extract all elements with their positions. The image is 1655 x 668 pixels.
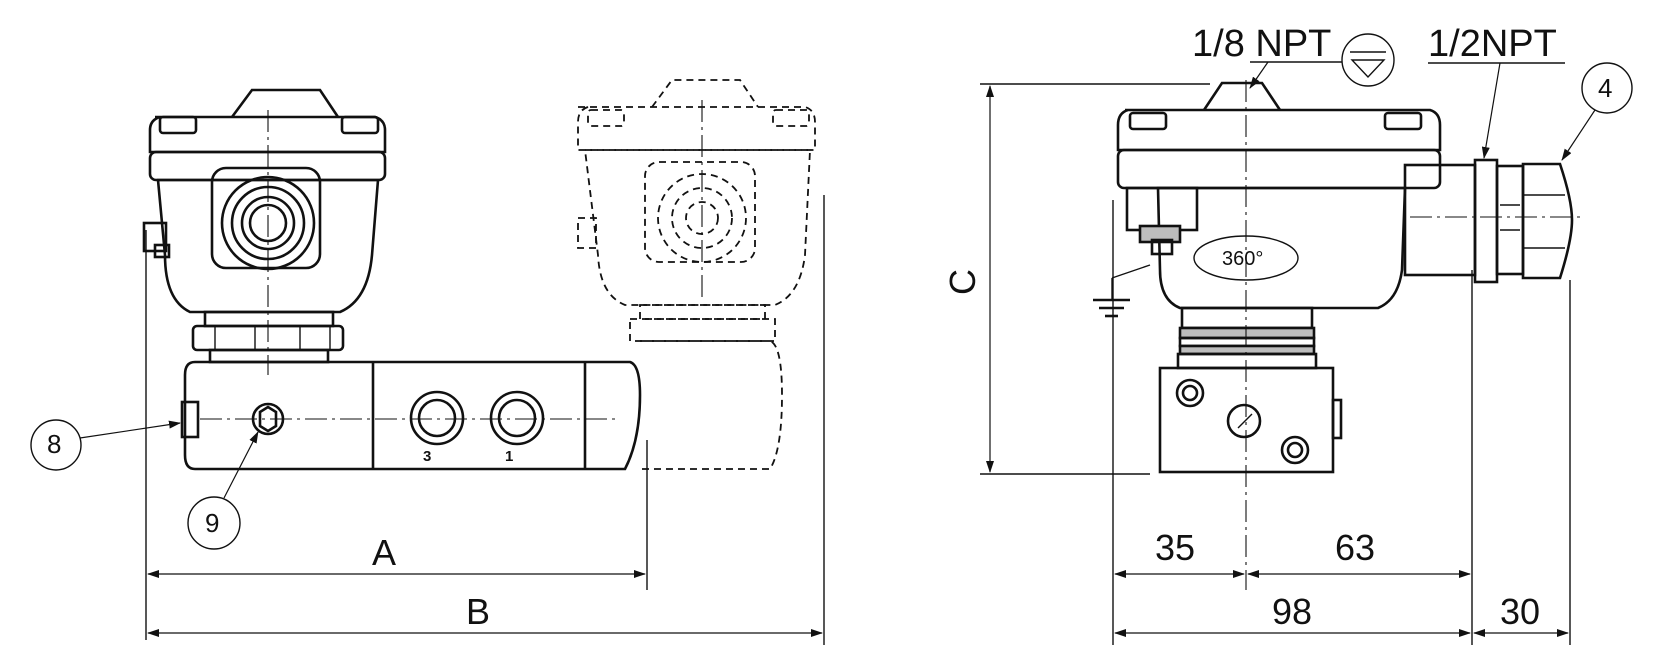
callout-4-label: 4 (1598, 73, 1612, 103)
housing-solid (142, 88, 387, 375)
housing-side: 360° (1093, 80, 1580, 590)
port-1-label: 1 (505, 448, 513, 465)
right-view: 360° C (942, 23, 1633, 645)
left-view: 3 1 A B 8 (30, 79, 825, 645)
callout-8-circle (30, 419, 82, 471)
thread-top-label: 1/8 NPT (1192, 23, 1331, 65)
port-3-label: 3 (423, 448, 431, 465)
dimension-98-label: 98 (1272, 591, 1312, 632)
dimension-30-label: 30 (1500, 591, 1540, 632)
rotation-label: 360° (1222, 248, 1263, 270)
callout-8-label: 8 (47, 429, 61, 459)
callout-4-circle (1581, 62, 1633, 114)
dimension-b-label: B (466, 591, 490, 632)
housing-ghost (577, 79, 816, 470)
callout-9-label: 9 (205, 508, 219, 538)
thread-side-label: 1/2NPT (1428, 23, 1557, 65)
dimension-35-label: 35 (1155, 527, 1195, 568)
valve-block: 3 1 (180, 360, 642, 471)
callout-9-circle (187, 496, 241, 550)
dimension-a-label: A (372, 532, 396, 573)
vent-symbol (1341, 33, 1395, 87)
dimension-c-label: C (942, 269, 983, 295)
dimension-63-label: 63 (1335, 527, 1375, 568)
